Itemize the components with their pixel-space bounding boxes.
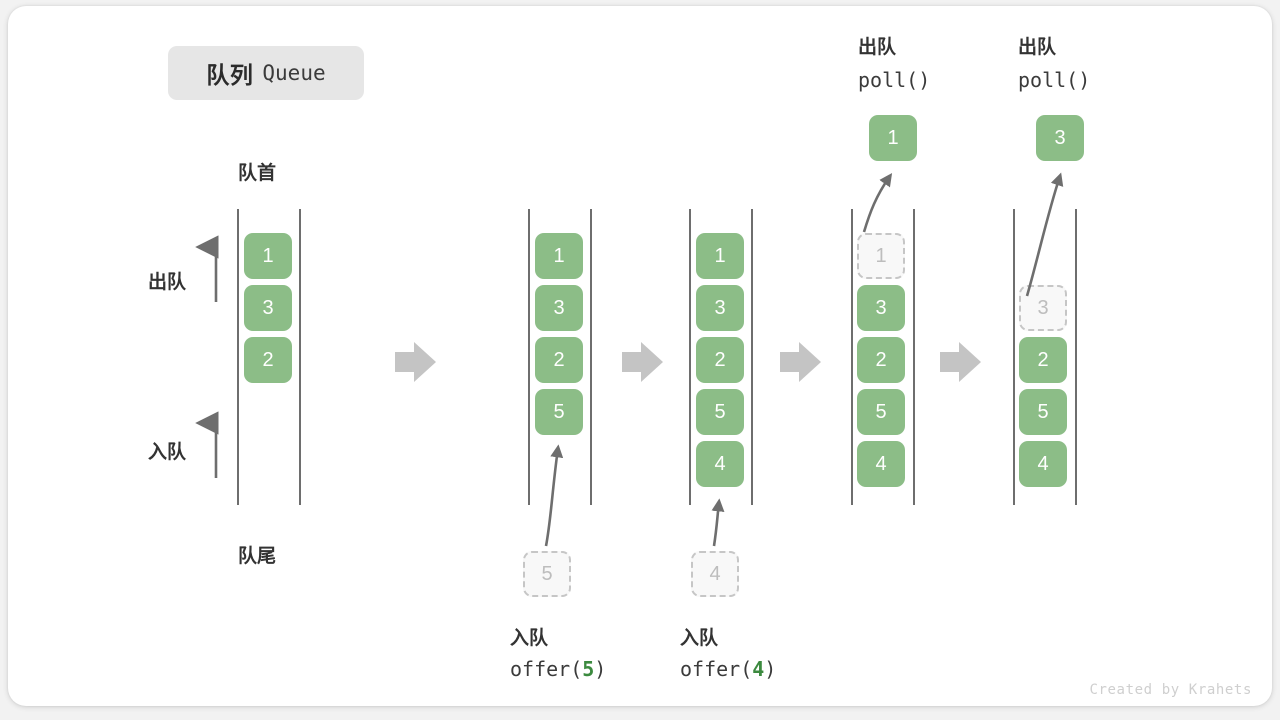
code-num: 4 [752, 657, 765, 681]
code-pre: offer( [680, 657, 753, 681]
queue-node: 4 [1019, 441, 1067, 487]
stage-top-caption-code: poll() [1018, 68, 1091, 92]
queue-node: 5 [535, 389, 583, 435]
rail-left-stage-4 [851, 209, 853, 505]
stage-caption-code: offer(4) [680, 657, 776, 681]
queue-node: 3 [857, 285, 905, 331]
queue-node: 2 [244, 337, 292, 383]
rail-left-stage-1 [237, 209, 239, 505]
dequeued-ghost-node: 3 [1019, 285, 1067, 331]
queue-node: 5 [696, 389, 744, 435]
rail-right-stage-1 [299, 209, 301, 505]
queue-node: 5 [1019, 389, 1067, 435]
title-label-en: Queue [262, 61, 326, 85]
queue-node: 3 [535, 285, 583, 331]
queue-node: 3 [244, 285, 292, 331]
queue-node: 4 [857, 441, 905, 487]
enqueue-direction-label: 入队 [148, 442, 187, 463]
stage-caption-code: offer(5) [510, 657, 606, 681]
diagram-card [8, 6, 1272, 706]
code-post: ) [594, 657, 607, 681]
queue-node: 2 [857, 337, 905, 383]
queue-node: 2 [1019, 337, 1067, 383]
queue-node: 1 [696, 233, 744, 279]
queue-head-label: 队首 [238, 163, 277, 184]
rail-left-stage-3 [689, 209, 691, 505]
stage-top-caption-code: poll() [858, 68, 931, 92]
stage-caption-cn: 入队 [510, 628, 549, 649]
incoming-ghost-node: 4 [691, 551, 739, 597]
queue-node: 2 [535, 337, 583, 383]
stage-top-caption-cn: 出队 [858, 37, 897, 58]
queue-node: 1 [535, 233, 583, 279]
title-label-cn: 队列 [206, 62, 254, 88]
credit-text: Created by Krahets [1089, 682, 1252, 698]
code-num: 5 [582, 657, 595, 681]
rail-right-stage-3 [751, 209, 753, 505]
dequeue-direction-label: 出队 [148, 272, 187, 293]
queue-node: 1 [244, 233, 292, 279]
incoming-ghost-node: 5 [523, 551, 571, 597]
rail-left-stage-5 [1013, 209, 1015, 505]
rail-left-stage-2 [528, 209, 530, 505]
rail-right-stage-5 [1075, 209, 1077, 505]
code-pre: offer( [510, 657, 583, 681]
stage-caption-cn: 入队 [680, 628, 719, 649]
popped-node: 1 [869, 115, 917, 161]
stage-top-caption-cn: 出队 [1018, 37, 1057, 58]
rail-right-stage-2 [590, 209, 592, 505]
queue-node: 3 [696, 285, 744, 331]
popped-node: 3 [1036, 115, 1084, 161]
queue-node: 5 [857, 389, 905, 435]
dequeued-ghost-node: 1 [857, 233, 905, 279]
code-post: ) [764, 657, 777, 681]
title-badge: 队列 Queue [168, 46, 364, 100]
queue-node: 4 [696, 441, 744, 487]
queue-tail-label: 队尾 [238, 546, 277, 567]
queue-node: 2 [696, 337, 744, 383]
rail-right-stage-4 [913, 209, 915, 505]
